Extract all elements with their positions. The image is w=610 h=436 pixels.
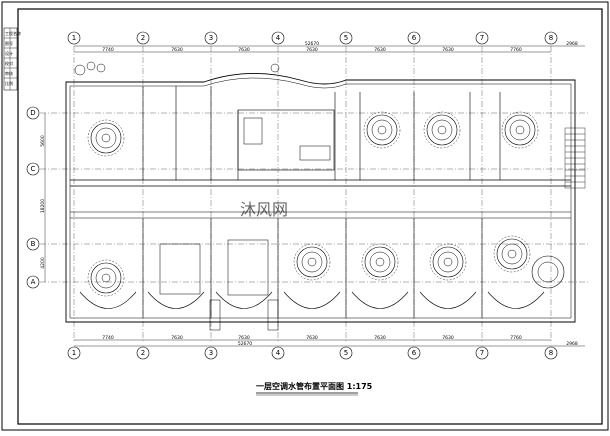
title-block-cell: 设计: [5, 50, 13, 56]
dim-bottom-total: 52670: [238, 341, 252, 347]
dim-bottom-segment: 7630: [442, 335, 454, 341]
axis-label-col: 5: [344, 349, 348, 357]
axis-label-col: 3: [209, 34, 213, 42]
dim-left-segment: 18200: [40, 199, 46, 213]
axis-label-col: 4: [276, 34, 281, 42]
dim-bottom-segment: 7630: [374, 335, 386, 341]
dim-bottom-segment: 7760: [510, 335, 522, 341]
dimension-bottom: 7740 7630 7630 7630 7630 7630 7760 52670…: [74, 335, 585, 347]
axis-label-row: C: [31, 165, 36, 173]
title-block-cell: 图号: [5, 40, 13, 46]
axis-left: D C B A: [26, 106, 40, 289]
dim-top-total: 52670: [305, 41, 319, 47]
dim-top-segment: 7630: [442, 47, 454, 53]
dim-bottom-segment: 7630: [238, 335, 250, 341]
axis-grid-lines: [40, 46, 590, 342]
axis-label-row: D: [30, 109, 35, 117]
dim-left-segment: 5600: [40, 135, 46, 147]
dim-bottom-right: 2968: [566, 341, 578, 347]
title-block: 工程名称 图号 设计 校对 审核 比例: [3, 27, 21, 91]
axis-label-col: 2: [141, 34, 145, 42]
axis-label-col: 8: [549, 349, 553, 357]
dim-bottom-segment: 7630: [171, 335, 183, 341]
title-block-cell: 校对: [5, 60, 13, 66]
dim-top-segment: 7740: [102, 47, 114, 53]
drawing-title: 一层空调水管布置平面图 1:175: [256, 381, 373, 391]
dim-bottom-segment: 7740: [102, 335, 114, 341]
building-outline: [65, 61, 586, 331]
axis-label-col: 1: [72, 349, 76, 357]
axis-label-col: 3: [209, 349, 213, 357]
watermark-text: 沐风网: [240, 200, 288, 219]
dim-top-segment: 7630: [374, 47, 386, 53]
axis-label-row: B: [31, 240, 36, 248]
axis-label-col: 4: [276, 349, 281, 357]
dim-left-segment: 4200: [40, 257, 46, 269]
axis-label-col: 5: [344, 34, 348, 42]
title-block-cell: 审核: [5, 70, 13, 76]
axis-label-col: 1: [72, 34, 76, 42]
axis-label-col: 8: [549, 34, 553, 42]
title-block-cell: 比例: [5, 80, 13, 86]
axis-top: 1 2 3 4 5 6 7 8: [67, 31, 558, 45]
axis-label-col: 6: [412, 349, 417, 357]
axis-bottom: 1 2 3 4 5 6 7 8: [67, 346, 558, 360]
title-block-cell: 工程名称: [5, 30, 21, 36]
axis-label-col: 6: [412, 34, 417, 42]
dim-top-segment: 7630: [306, 47, 318, 53]
dim-top-segment: 7760: [510, 47, 522, 53]
dimension-left: 5600 18200 4200: [40, 113, 46, 282]
axis-label-col: 7: [480, 349, 484, 357]
dim-top-segment: 7630: [171, 47, 183, 53]
axis-label-col: 2: [141, 349, 145, 357]
inner-border: [17, 8, 603, 425]
dim-bottom-segment: 7630: [306, 335, 318, 341]
dimension-top: 7740 7630 7630 7630 7630 7630 7760 52670…: [74, 41, 585, 53]
dining-tables: [87, 111, 539, 297]
axis-label-col: 7: [480, 34, 484, 42]
dim-top-segment: 7630: [238, 47, 250, 53]
axis-label-row: A: [31, 278, 36, 286]
dim-top-right: 2968: [566, 41, 578, 47]
